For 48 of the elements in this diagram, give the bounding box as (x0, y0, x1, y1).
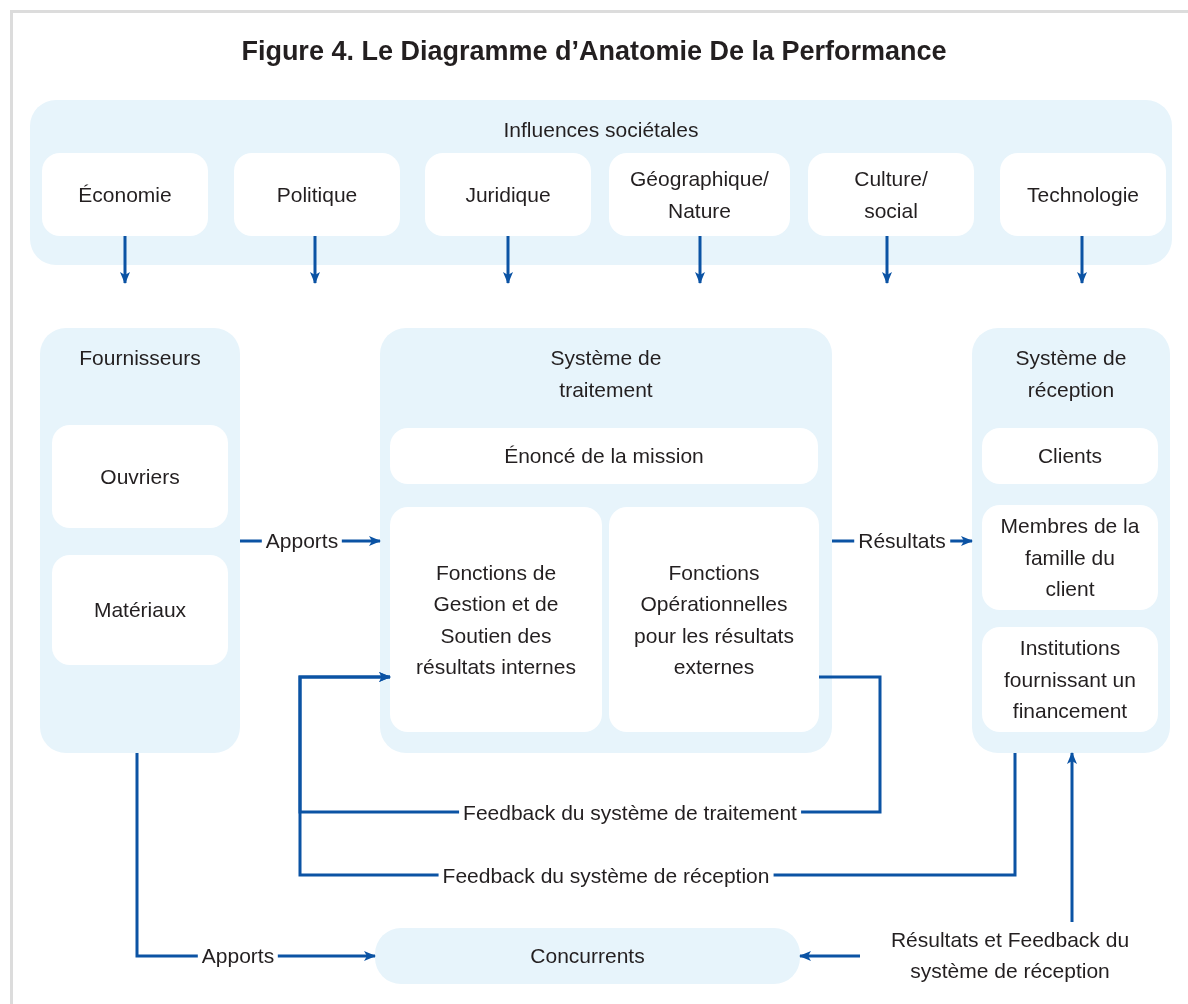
node-label: Membres de la famille du client (1000, 513, 1140, 603)
category-box (234, 153, 400, 236)
category-box (609, 507, 819, 732)
category-box (982, 428, 1158, 484)
node-label: Géographique/ Nature (629, 166, 770, 224)
arrow (882, 236, 892, 284)
category-box (52, 425, 228, 528)
node-label: Fonctions Opérationnelles pour les résultats externes (633, 559, 795, 680)
node-label: Matériaux (93, 597, 187, 624)
category-box (390, 428, 818, 484)
node-label: Culture/ social (853, 166, 929, 224)
node-label: Politique (276, 181, 358, 208)
panel-heading: Système de réception (1014, 345, 1128, 403)
node-label: Énoncé de la mission (504, 443, 704, 470)
category-box (390, 507, 602, 732)
node-label: Résultats et Feedback du système de réception (889, 926, 1131, 984)
arrow (695, 236, 705, 284)
node-label: Technologie (1026, 181, 1140, 208)
category-box (1000, 153, 1166, 236)
node-label: Concurrents (530, 943, 645, 970)
group-panel (30, 100, 1172, 265)
node-label: Ouvriers (100, 463, 180, 490)
node-label: Juridique (465, 181, 551, 208)
node-label: Économie (78, 181, 172, 208)
category-box (425, 153, 591, 236)
diagram-title: Figure 4. Le Diagramme d’Anatomie De la Performance (241, 36, 947, 67)
arrow (1077, 236, 1087, 284)
node-label: Clients (1037, 443, 1103, 470)
panel-heading: Système de traitement (549, 345, 663, 403)
arrow (310, 236, 320, 284)
category-box (982, 505, 1158, 610)
group-panel (380, 328, 832, 753)
category-box (52, 555, 228, 665)
panel-heading: Fournisseurs (79, 345, 201, 371)
arrow (1067, 752, 1077, 922)
process-box (375, 928, 800, 984)
category-box (609, 153, 790, 236)
group-panel (40, 328, 240, 753)
arrow (799, 951, 860, 961)
arrow (120, 236, 130, 284)
arrow (503, 236, 513, 284)
category-box (42, 153, 208, 236)
node-label: Fonctions de Gestion et de Soutien des résultats internes (415, 559, 577, 680)
node-label: Institutions fournissant un financement (1003, 635, 1137, 725)
group-panel (972, 328, 1170, 753)
category-box (808, 153, 974, 236)
panel-heading: Influences sociétales (503, 117, 699, 143)
category-box (982, 627, 1158, 732)
